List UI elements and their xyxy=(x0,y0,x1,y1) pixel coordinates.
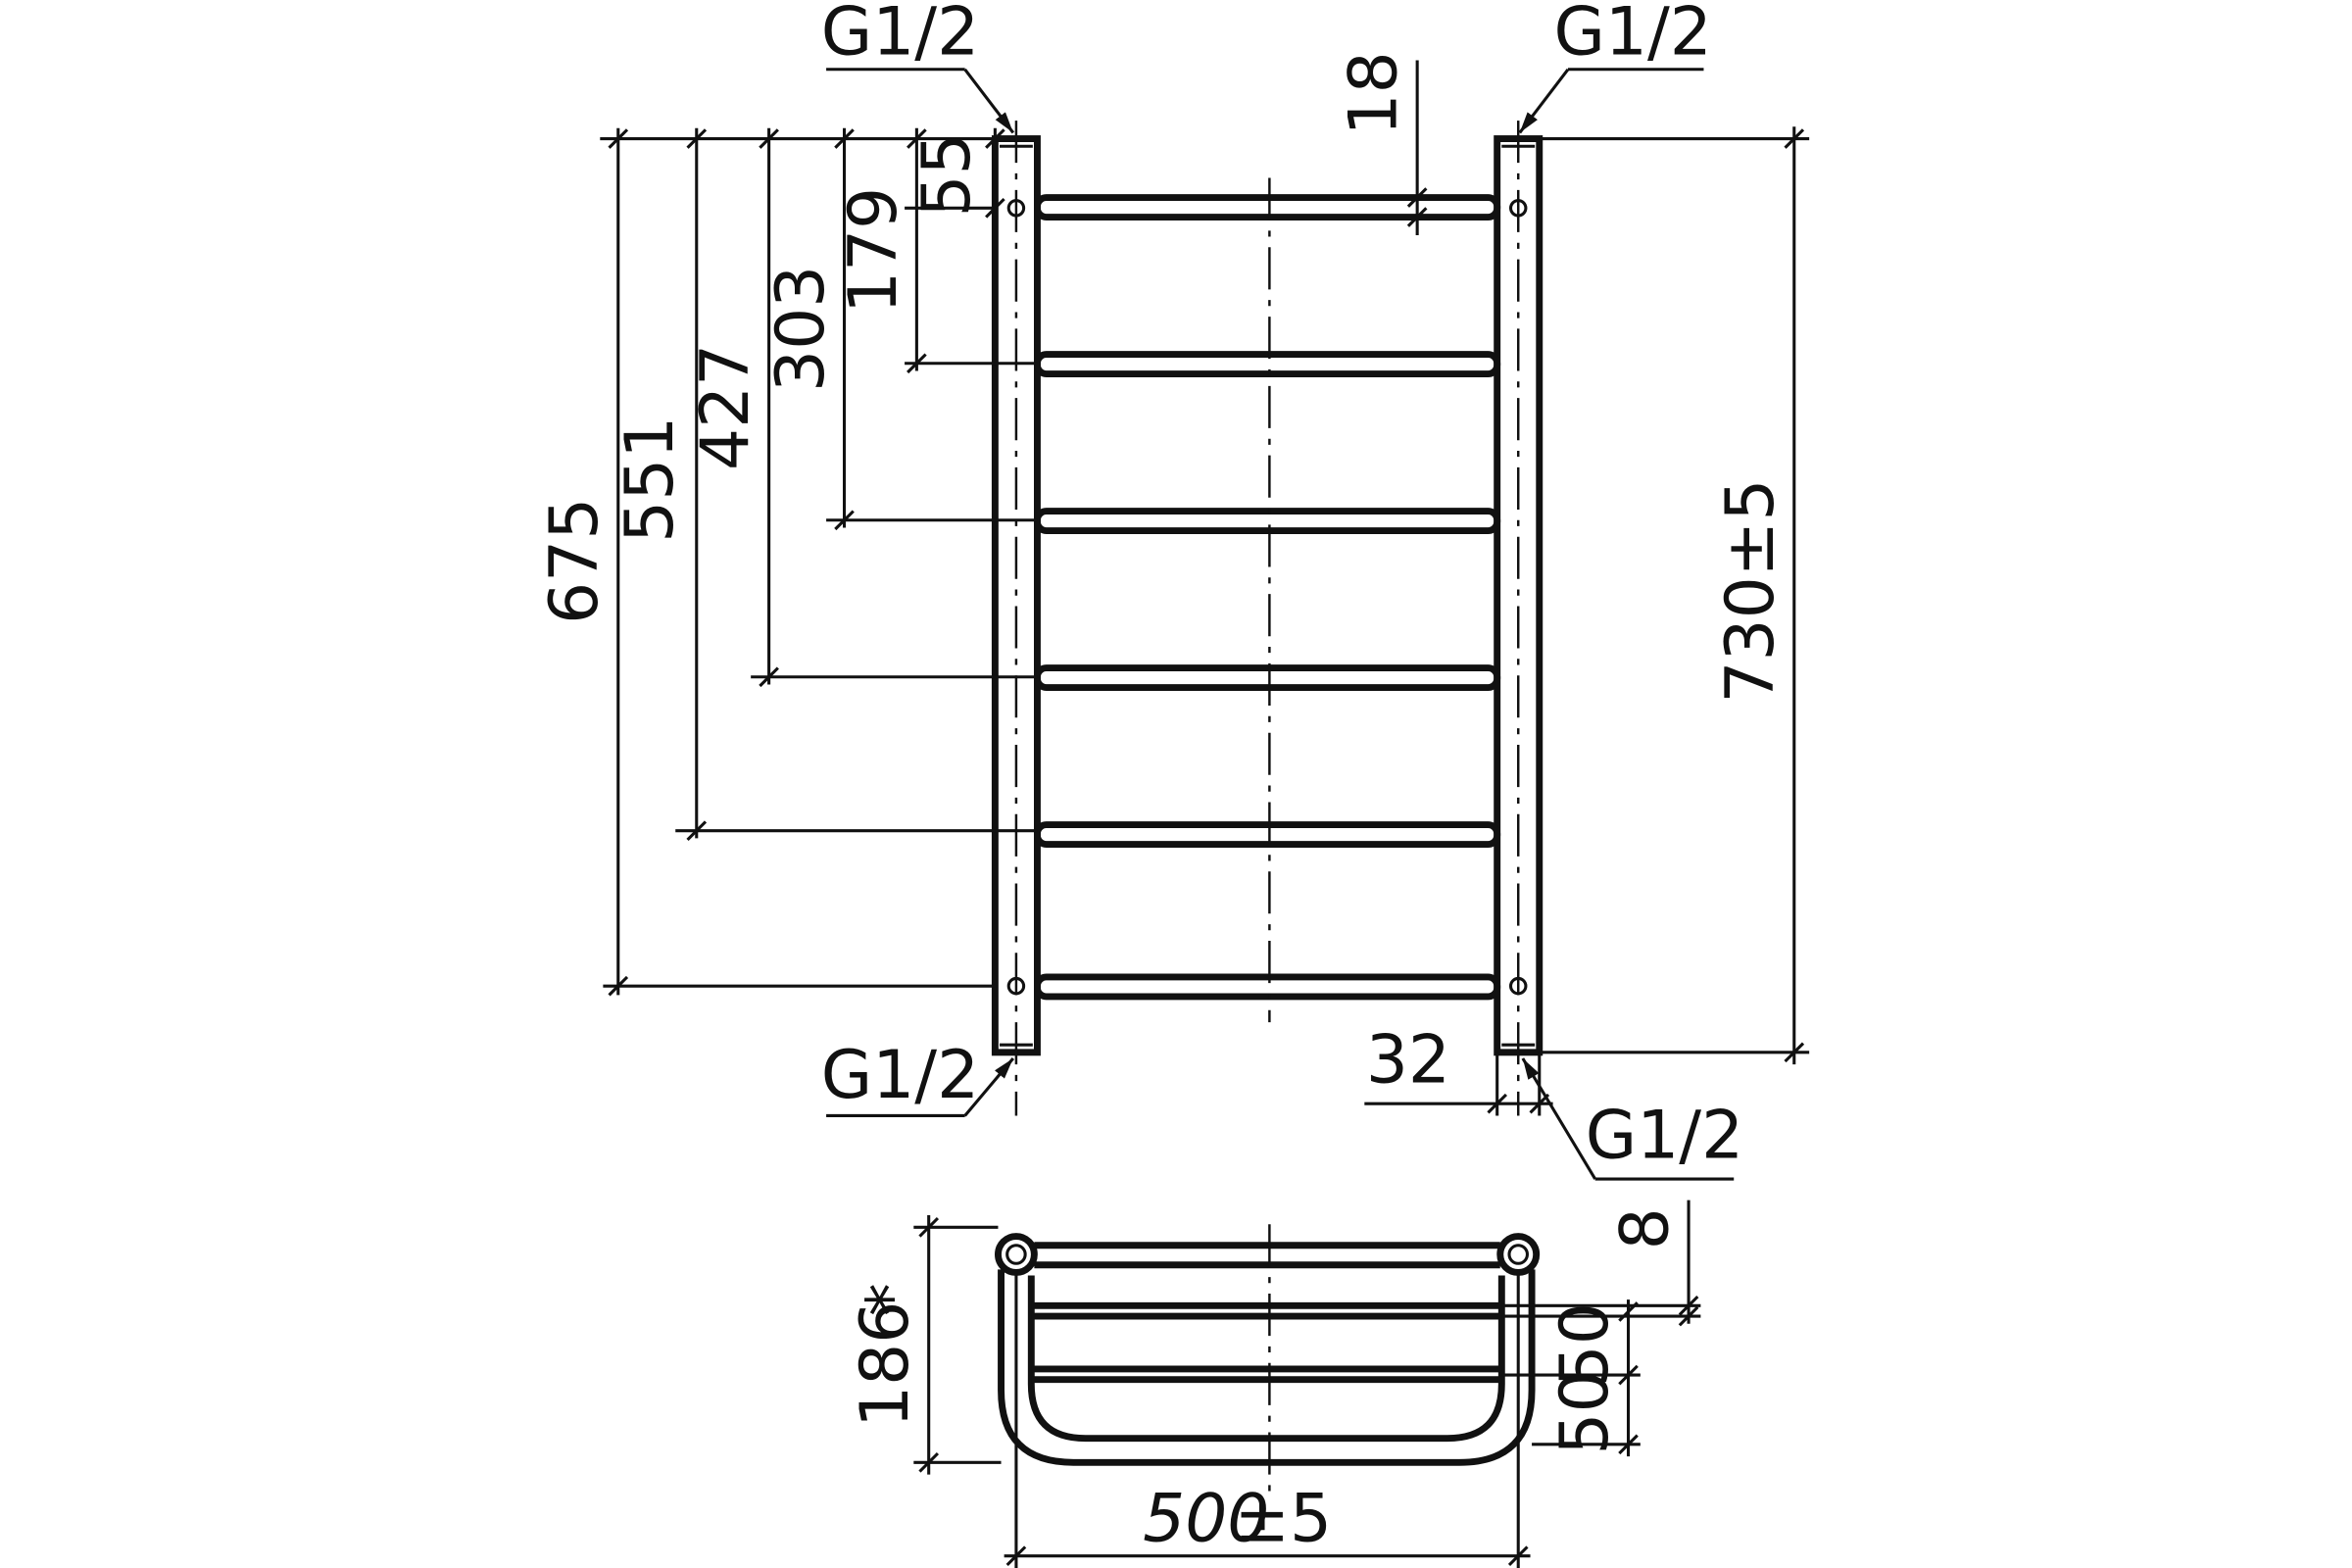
dim-500: 500 xyxy=(1143,1479,1269,1556)
crossbars xyxy=(1034,194,1501,1001)
dim-730: 730±5 xyxy=(1711,479,1788,704)
dim-55: 55 xyxy=(907,132,985,217)
u-loop-inner xyxy=(1027,1275,1505,1443)
crossbar-5 xyxy=(1034,821,1501,848)
crossbar-4 xyxy=(1034,664,1501,691)
crossbar-6 xyxy=(1034,973,1501,1001)
mount-circle-right xyxy=(1496,1233,1541,1276)
left-dimensions: 55 179 303 427 551 675 xyxy=(535,127,1038,997)
dim-186-mark: * xyxy=(852,1283,929,1316)
dim-500-tolerance: ±5 xyxy=(1234,1479,1332,1556)
front-view xyxy=(991,121,1544,1116)
thread-label-bottom-right: G1/2 xyxy=(1586,1097,1743,1174)
dim-18: 18 xyxy=(1335,51,1412,135)
crossbar-1 xyxy=(1034,194,1501,220)
thread-label-bottom-left: G1/2 xyxy=(821,1036,979,1113)
plan-dimensions: 186 * 8 50 50 500 ±5 xyxy=(846,1200,1701,1568)
plan-view xyxy=(995,1224,1541,1494)
dim-8: 8 xyxy=(1606,1207,1684,1250)
u-loop-outer xyxy=(998,1269,1536,1466)
dim-186: 186 xyxy=(846,1301,923,1428)
right-dimensions: 18 730±5 32 xyxy=(1335,51,1810,1116)
thread-label-top-left: G1/2 xyxy=(821,0,979,70)
dim-427: 427 xyxy=(686,344,763,470)
dim-551: 551 xyxy=(611,416,688,543)
mount-circle-left xyxy=(995,1233,1038,1276)
crossbar-2 xyxy=(1034,351,1501,377)
crossbar-3 xyxy=(1034,508,1501,534)
dim-675: 675 xyxy=(535,498,612,624)
thread-label-top-right: G1/2 xyxy=(1553,0,1711,70)
dim-179: 179 xyxy=(834,187,911,314)
dim-303: 303 xyxy=(761,266,839,392)
dim-50-upper: 50 xyxy=(1545,1302,1623,1387)
dim-50-lower: 50 xyxy=(1545,1370,1623,1454)
dim-32: 32 xyxy=(1366,1021,1450,1099)
thread-callouts: G1/2 G1/2 G1/2 G1/2 xyxy=(821,0,1743,1181)
